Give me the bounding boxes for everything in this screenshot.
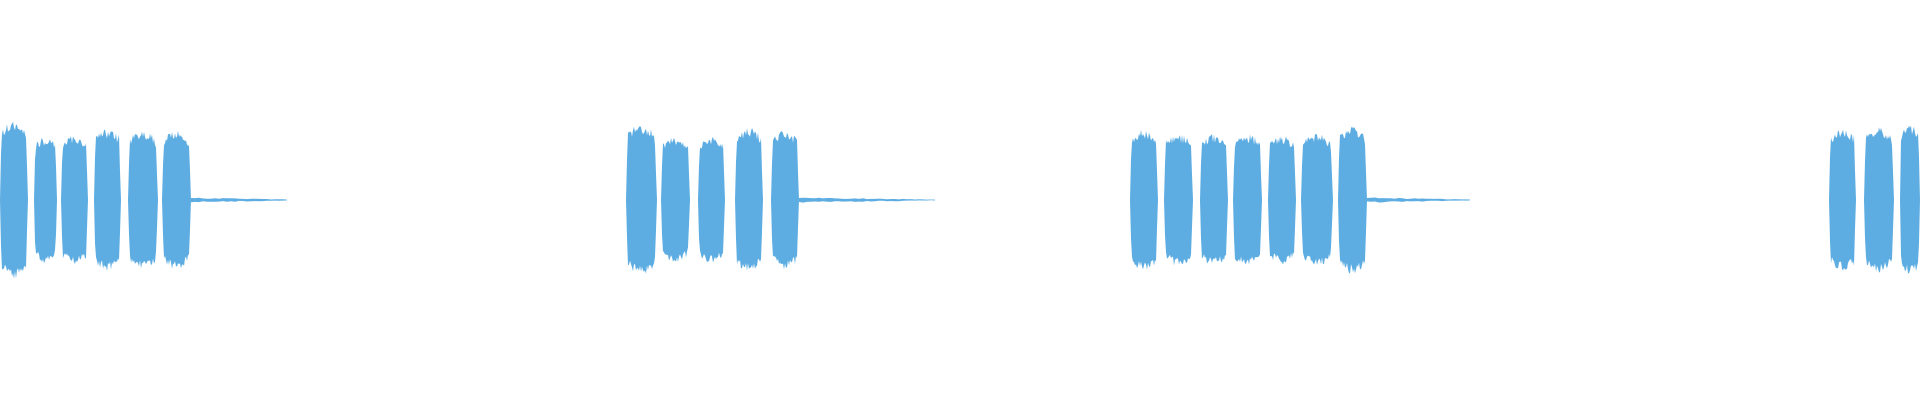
waveform-segment <box>94 129 121 271</box>
waveform-segment <box>661 137 690 262</box>
waveform-tail <box>191 197 287 203</box>
waveform-tail <box>1367 197 1470 203</box>
waveform-segment <box>1900 125 1920 274</box>
waveform-segment <box>735 128 763 271</box>
waveform-segment <box>1233 134 1262 265</box>
waveform-segment <box>1338 126 1367 274</box>
waveform-segment <box>1268 136 1296 265</box>
waveform-segment <box>162 130 191 269</box>
waveform-segment <box>1864 127 1894 273</box>
waveform-segment <box>1829 129 1856 271</box>
waveform-segment <box>1130 129 1158 270</box>
waveform-tail <box>799 197 935 203</box>
waveform-segment <box>0 121 28 279</box>
waveform-segment <box>1164 134 1193 266</box>
waveform-segment <box>34 137 57 264</box>
waveform-segment <box>128 131 158 269</box>
waveform-layer <box>0 121 1920 279</box>
waveform-segment <box>61 136 88 264</box>
waveform-segment <box>1301 134 1333 265</box>
waveform-segment <box>698 137 725 263</box>
waveform-segment <box>771 131 799 270</box>
waveform-segment <box>1200 134 1228 264</box>
waveform-segment <box>626 126 657 274</box>
